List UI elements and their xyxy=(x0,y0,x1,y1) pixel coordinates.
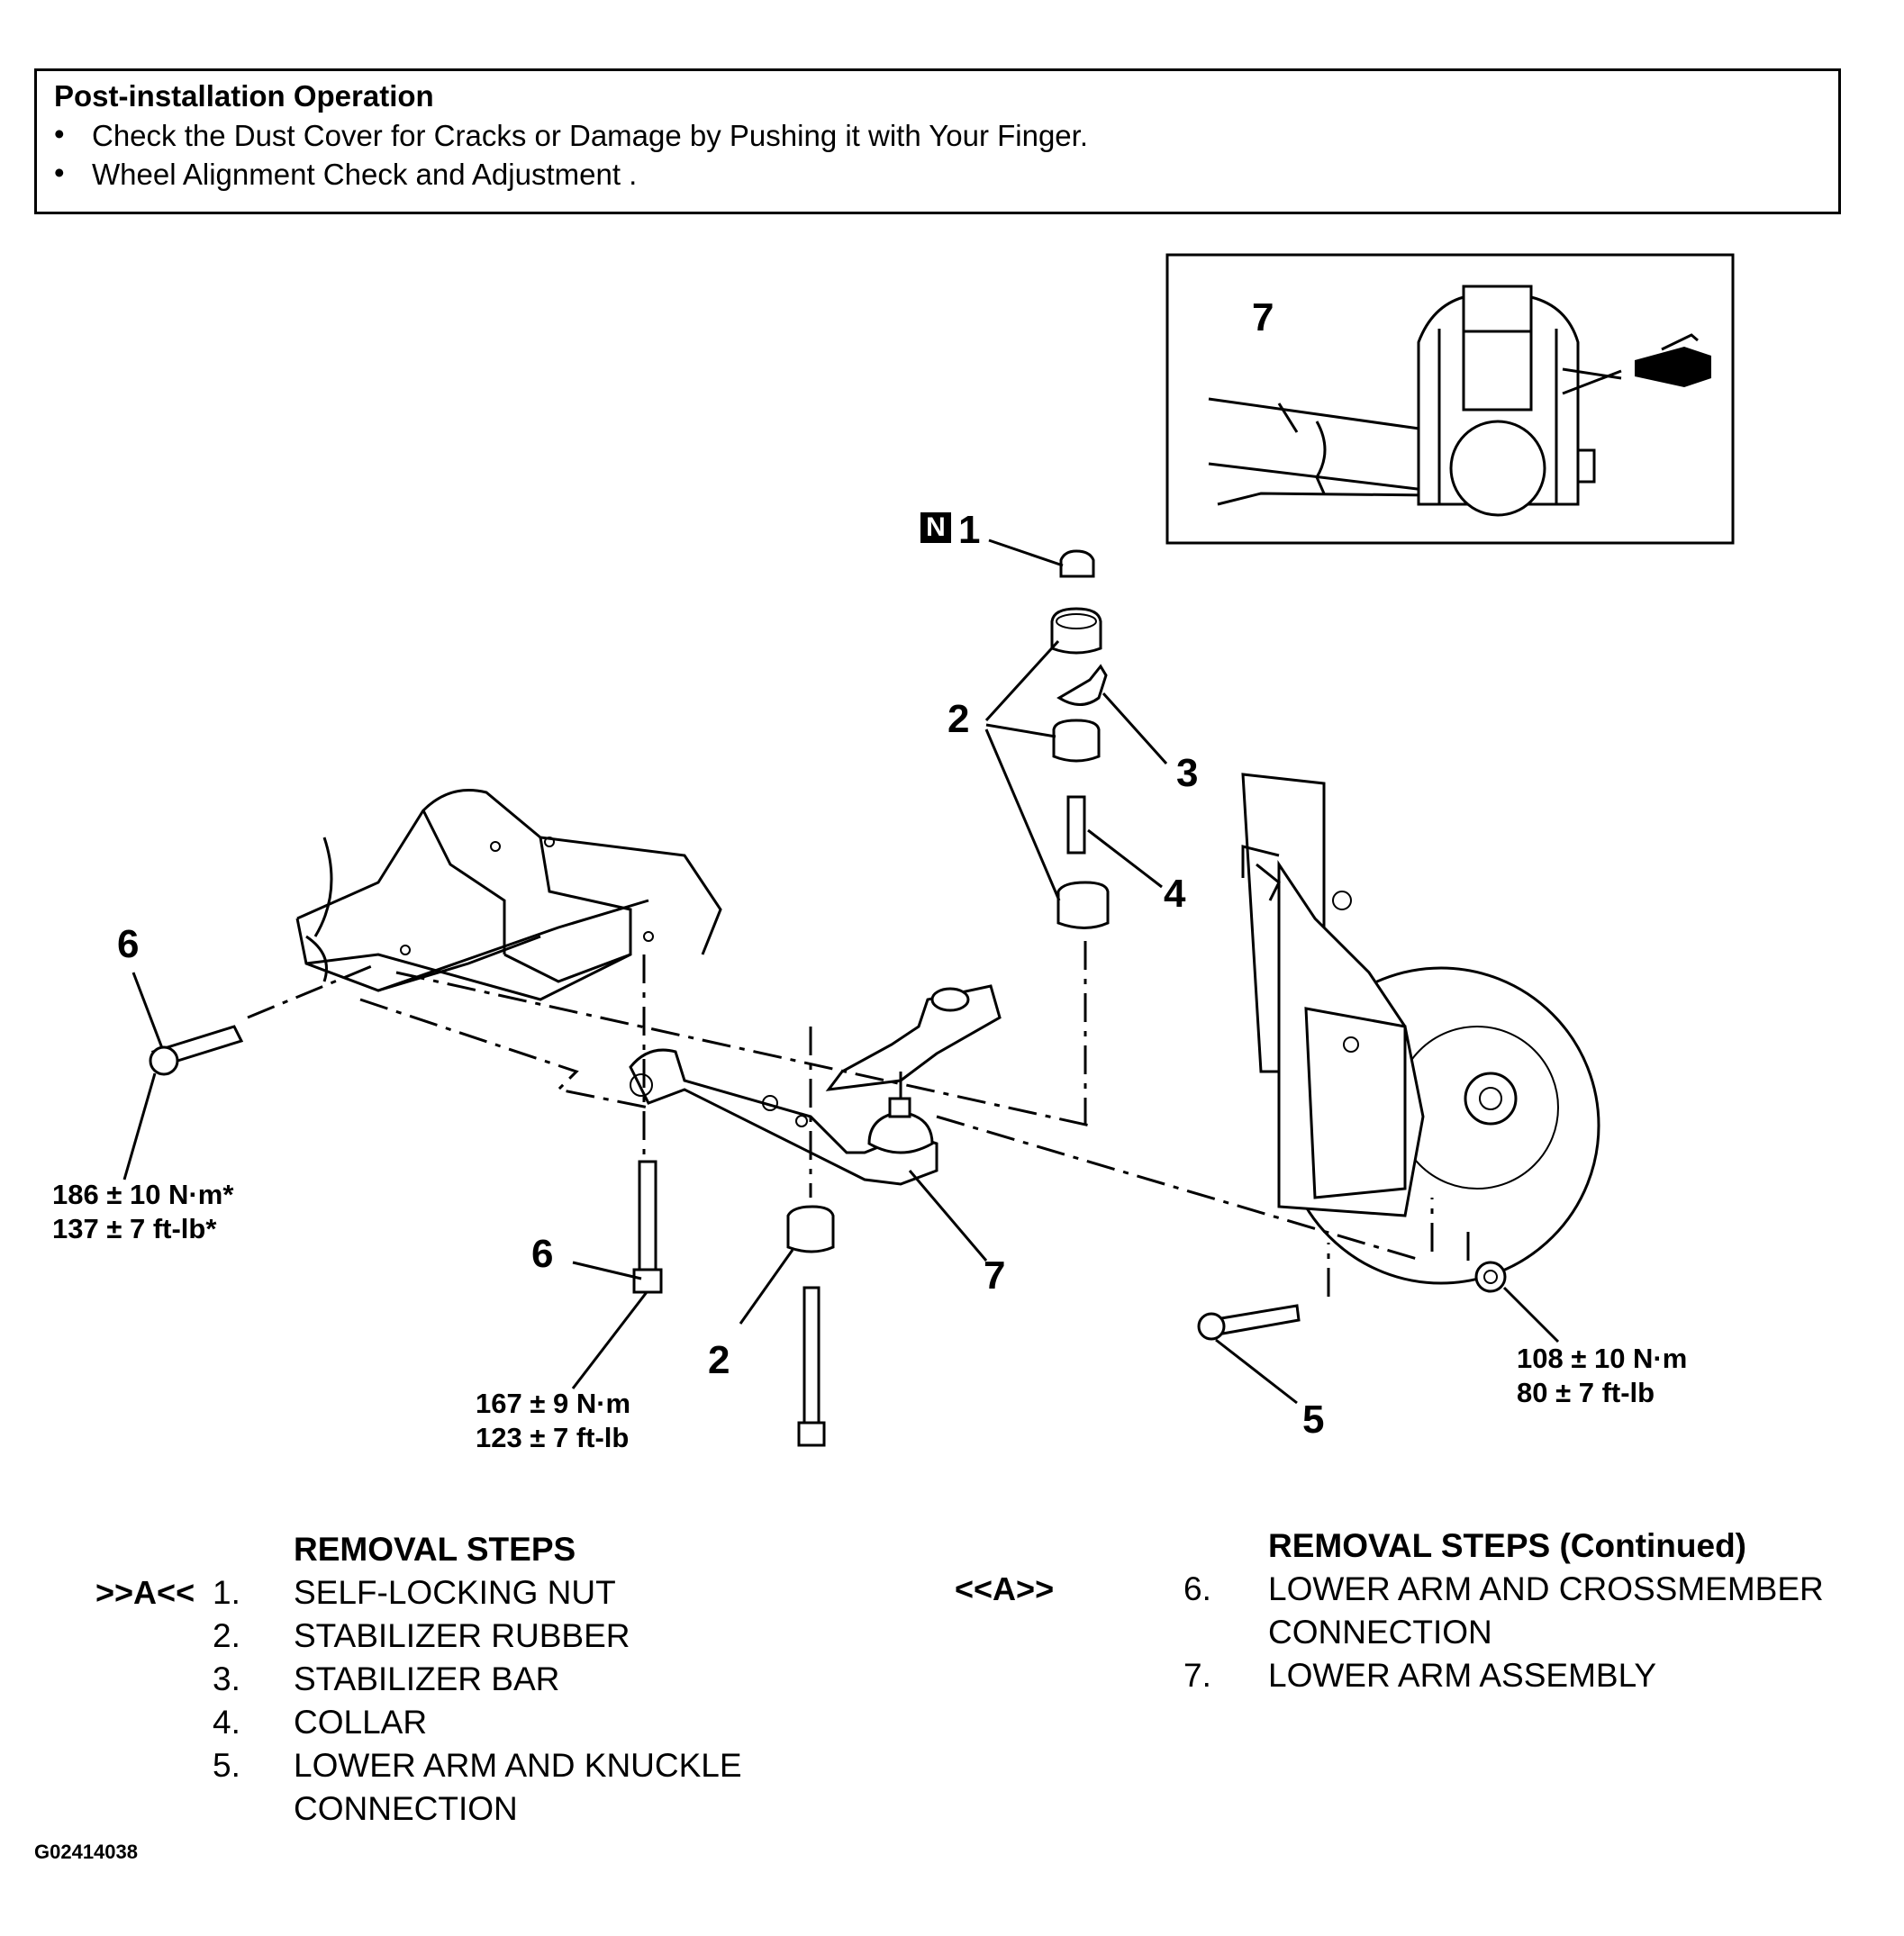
callout-4: 4 xyxy=(1164,872,1186,916)
step-number: 7. xyxy=(1183,1657,1211,1694)
callout-2-top: 2 xyxy=(947,697,970,741)
step-text-continued: CONNECTION xyxy=(294,1790,518,1827)
callout-1: 1 xyxy=(958,508,981,552)
step-number: 3. xyxy=(213,1660,240,1697)
callout-3: 3 xyxy=(1176,751,1199,795)
alignment-lines xyxy=(247,941,1470,1297)
step-text: LOWER ARM AND CROSSMEMBER xyxy=(1268,1570,1824,1607)
post-installation-title: Post-installation Operation xyxy=(54,79,434,113)
new-part-marker: N xyxy=(920,512,951,543)
removal-steps-title: REMOVAL STEPS xyxy=(294,1531,576,1568)
service-code-right: <<A>> xyxy=(955,1570,1055,1607)
inset-ball-joint-detail xyxy=(1165,253,1735,545)
stabilizer-stack xyxy=(786,549,1110,1253)
callout-6-left: 6 xyxy=(117,922,140,966)
step-number: 1. xyxy=(213,1574,240,1611)
torque-bolt-ftlb: 123 ± 7 ft-lb xyxy=(476,1422,630,1453)
removal-steps-continued-title: REMOVAL STEPS (Continued) xyxy=(1268,1527,1747,1564)
step-text: SELF-LOCKING NUT xyxy=(294,1574,616,1611)
bullet-dot: • xyxy=(54,117,65,150)
step-text: COLLAR xyxy=(294,1704,428,1741)
service-code-left: >>A<< xyxy=(95,1574,195,1611)
lower-arm xyxy=(629,984,1002,1186)
torque-knuckle-nm: 108 ± 10 N·m xyxy=(1517,1343,1688,1374)
step-text: STABILIZER BAR xyxy=(294,1660,560,1697)
torque-crossmember-nm: 186 ± 10 N·m* xyxy=(52,1179,234,1210)
knuckle-brake-assembly xyxy=(1241,773,1600,1285)
step-text-continued: CONNECTION xyxy=(1268,1614,1492,1651)
callout-5: 5 xyxy=(1302,1398,1325,1442)
post-installation-bullet-1: Check the Dust Cover for Cracks or Damag… xyxy=(92,119,1088,152)
callout-6-bottom: 6 xyxy=(531,1232,554,1276)
leader-lines xyxy=(122,538,1560,1405)
step-text: STABILIZER RUBBER xyxy=(294,1617,630,1654)
bullet-dot: • xyxy=(54,156,65,189)
torque-knuckle-ftlb: 80 ± 7 ft-lb xyxy=(1517,1377,1655,1408)
post-installation-bullet-2: Wheel Alignment Check and Adjustment . xyxy=(92,158,638,191)
bolts xyxy=(149,1025,1507,1447)
crossmember xyxy=(295,789,722,1001)
callout-7-inset: 7 xyxy=(1252,295,1274,339)
post-installation-box xyxy=(34,68,1841,214)
step-number: 2. xyxy=(213,1617,240,1654)
torque-bolt-nm: 167 ± 9 N·m xyxy=(476,1388,631,1419)
step-text: LOWER ARM AND KNUCKLE xyxy=(294,1747,742,1784)
step-number: 4. xyxy=(213,1704,240,1741)
figure-code: G02414038 xyxy=(34,1841,138,1863)
step-number: 6. xyxy=(1183,1570,1211,1607)
callout-2-bottom: 2 xyxy=(708,1338,730,1382)
torque-crossmember-ftlb: 137 ± 7 ft-lb* xyxy=(52,1213,217,1244)
step-number: 5. xyxy=(213,1747,240,1784)
callout-7: 7 xyxy=(984,1253,1006,1298)
step-text: LOWER ARM ASSEMBLY xyxy=(1268,1657,1657,1694)
